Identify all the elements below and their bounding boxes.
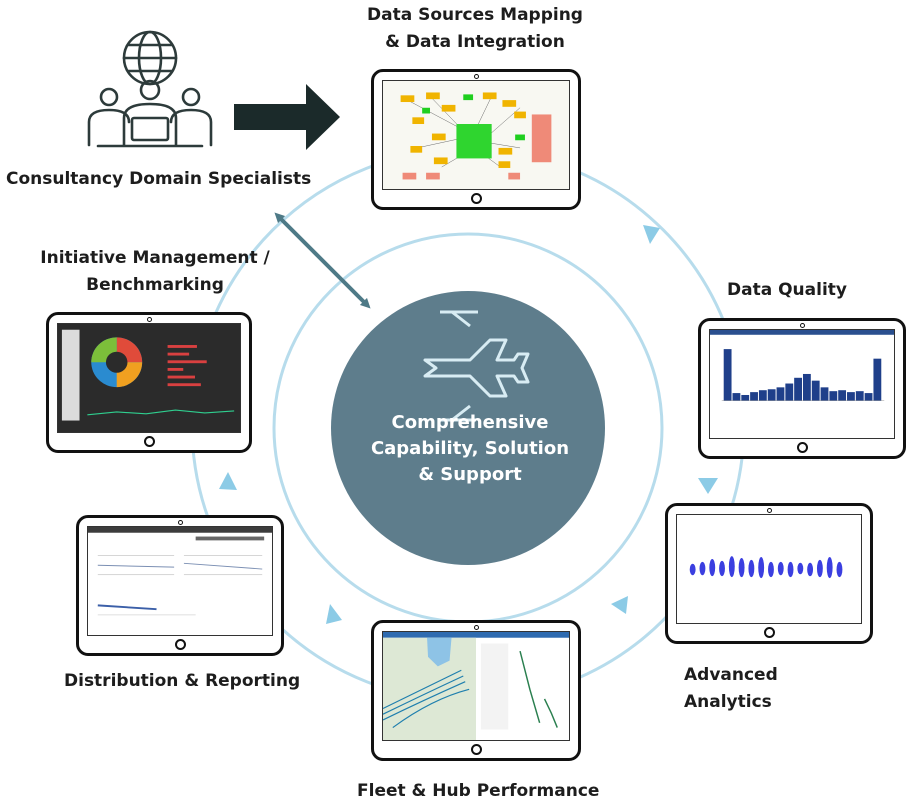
camera-dot [473, 625, 479, 630]
data-sources-line-1: Data Sources Mapping [367, 5, 583, 25]
data-flow-diagram-thumbnail [383, 81, 569, 189]
distribution-label: Distribution & Reporting [64, 671, 301, 691]
distribution-screen [87, 526, 273, 636]
tablet-data-quality [698, 318, 906, 459]
tablet-fleet-hub [371, 620, 581, 761]
camera-dot [146, 317, 152, 322]
advanced-analytics-screen [676, 514, 862, 624]
team-globe-icon [87, 30, 213, 148]
cycle-arrow-3 [611, 596, 628, 614]
cycle-arrow-5 [219, 472, 237, 490]
center-caption: Comprehensive Capability, Solution & Sup… [345, 410, 595, 488]
map-dashboard-thumbnail [383, 632, 569, 740]
double-headed-arrow-icon [274, 212, 371, 309]
fleet-hub-label: Fleet & Hub Performance [357, 781, 600, 801]
right-arrow-icon [234, 84, 340, 150]
data-mapping-screen [382, 80, 570, 190]
initiative-label: Initiative Management / Benchmarking [30, 245, 280, 299]
tablet-data-mapping [371, 69, 581, 210]
fleet-hub-screen [382, 631, 570, 741]
home-button [470, 744, 482, 755]
home-button [143, 436, 155, 447]
camera-dot [766, 508, 772, 513]
tablet-initiative [46, 312, 252, 453]
camera-dot [177, 520, 183, 525]
cycle-arrow-2 [698, 478, 718, 494]
home-button [796, 442, 808, 453]
center-line-1: Comprehensive [391, 412, 549, 433]
initiative-line-1: Initiative Management / [40, 248, 270, 268]
airplane-icon [423, 310, 530, 422]
center-line-3: & Support [418, 464, 522, 485]
advanced-analytics-label: Advanced Analytics [684, 662, 778, 716]
tablet-advanced-analytics [665, 503, 873, 644]
report-thumbnail [88, 527, 272, 635]
home-button [763, 627, 775, 638]
advanced-line-1: Advanced [684, 665, 778, 685]
violin-plot-thumbnail [677, 515, 861, 623]
cycle-arrow-heads [219, 225, 718, 624]
consultancy-label: Consultancy Domain Specialists [6, 169, 312, 189]
data-quality-screen [709, 329, 895, 439]
camera-dot [799, 323, 805, 328]
tablet-distribution [76, 515, 284, 656]
initiative-line-2: Benchmarking [86, 275, 224, 295]
home-button [174, 639, 186, 650]
initiative-screen [57, 323, 241, 433]
home-button [470, 193, 482, 204]
center-line-2: Capability, Solution [370, 438, 570, 459]
camera-dot [473, 74, 479, 79]
advanced-line-2: Analytics [684, 692, 772, 712]
cycle-arrow-1 [643, 225, 660, 244]
cycle-arrow-4 [326, 604, 342, 624]
data-sources-line-2: & Data Integration [385, 32, 565, 52]
data-quality-label: Data Quality [727, 280, 847, 300]
data-sources-label: Data Sources Mapping & Data Integration [355, 2, 595, 56]
center-disk [331, 291, 605, 565]
dashboard-thumbnail [58, 324, 240, 432]
histogram-thumbnail [710, 330, 894, 438]
